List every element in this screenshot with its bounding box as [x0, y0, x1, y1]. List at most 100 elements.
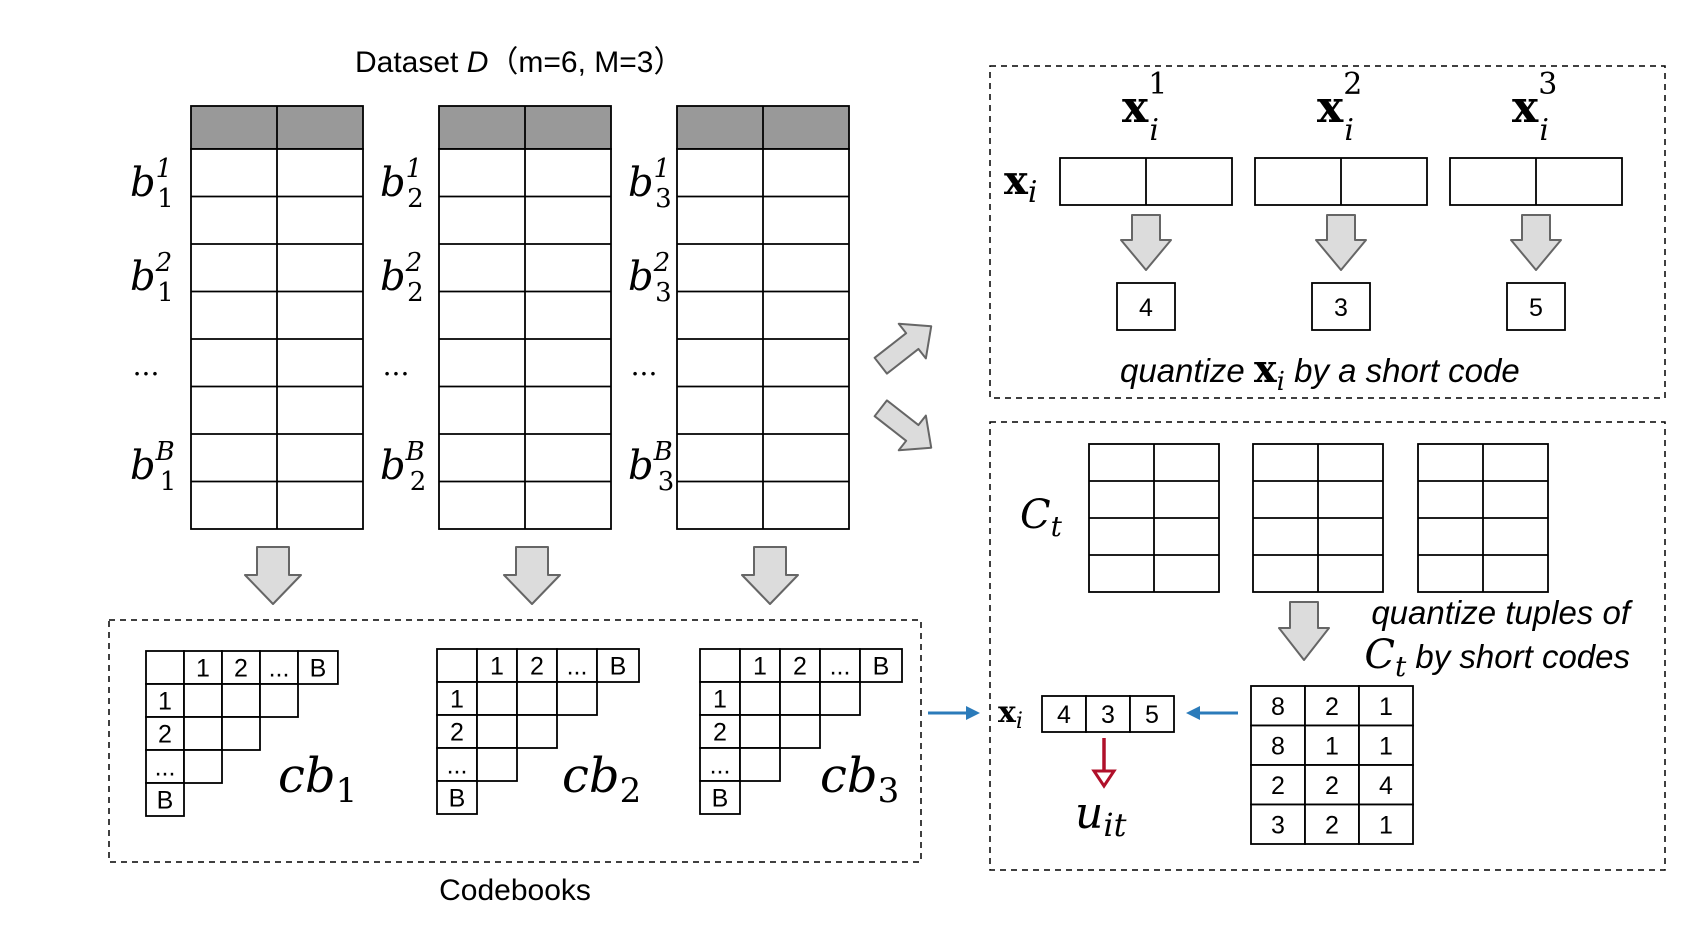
code-value: 4 — [1139, 294, 1153, 322]
codebook-name: cb1 — [278, 748, 357, 811]
codebook-header-label: 2 — [234, 655, 248, 683]
quantize-caption: quantize xi by a short code — [1120, 346, 1520, 397]
codebook-header-cell — [596, 648, 640, 683]
code-table-value: 4 — [1379, 772, 1393, 800]
row-ellipsis: ... — [631, 349, 658, 382]
codebook-cell — [739, 714, 781, 749]
codebook-cell — [259, 683, 299, 718]
codebook-cell — [476, 714, 518, 749]
blue-arrow-icon — [1186, 706, 1238, 720]
code-table-value: 2 — [1325, 693, 1339, 721]
codebook-cell — [145, 716, 185, 751]
vector-label: xi — [1004, 157, 1037, 210]
xi-code-cell — [1129, 695, 1175, 733]
codebook-header-cell — [436, 648, 478, 683]
down-arrow-icon — [1315, 214, 1367, 271]
codebook-row-label: ... — [447, 752, 468, 780]
codebooks-caption: Codebooks — [439, 874, 591, 907]
down-arrow-icon — [1278, 601, 1330, 661]
diagonal-down-arrow-icon — [873, 399, 933, 452]
down-arrow-icon — [503, 546, 561, 605]
code-table-value: 8 — [1271, 693, 1285, 721]
codebook-row-label: 2 — [158, 721, 172, 749]
codebook-cell — [699, 714, 741, 749]
codebook-name: cb2 — [562, 748, 641, 811]
codebook-header-label: 2 — [530, 653, 544, 681]
down-arrow-icon — [1120, 214, 1172, 271]
ct-label: Ct — [1020, 492, 1063, 543]
code-table-cell — [1358, 764, 1414, 806]
codebook-row-label: 1 — [450, 686, 464, 714]
codebook-row-label: B — [449, 785, 466, 813]
codebook-header-cell — [221, 650, 261, 685]
red-arrow-icon — [1091, 738, 1117, 789]
codebook-cell — [183, 749, 223, 784]
codebook-cell — [476, 747, 518, 782]
xi-code-cell — [1085, 695, 1131, 733]
diagonal-up-arrow-icon — [873, 322, 933, 375]
codebook-header-label: 1 — [490, 653, 504, 681]
code-table-value: 1 — [1379, 811, 1393, 839]
codebook-cell — [436, 780, 478, 815]
codebook-cell — [221, 683, 261, 718]
code-table-value: 8 — [1271, 732, 1285, 760]
codebook-cell — [739, 681, 781, 716]
codebook-row-label: 2 — [450, 719, 464, 747]
code-table-cell — [1250, 803, 1306, 845]
codebook-header-cell — [779, 648, 821, 683]
codebook-header-cell — [259, 650, 299, 685]
codebook-header-cell — [859, 648, 903, 683]
dataset-title: Dataset D（m=6, M=3） — [355, 46, 683, 79]
ct-grid-1 — [1088, 443, 1220, 593]
quantize-panel — [989, 65, 1666, 399]
codebook-header-label: B — [610, 653, 627, 681]
codebook-header-label: ... — [830, 653, 851, 681]
codebook-row-label: B — [157, 787, 174, 815]
codebook-header-label: ... — [567, 653, 588, 681]
codebook-row-label: ... — [710, 752, 731, 780]
codebook-header-cell — [699, 648, 741, 683]
row-ellipsis: ... — [133, 349, 160, 382]
code-value: 3 — [1334, 294, 1348, 322]
codebook-header-label: 1 — [753, 653, 767, 681]
codebook-row-label: 2 — [713, 719, 727, 747]
code-table-cell — [1304, 724, 1360, 766]
codebook-row-label: ... — [155, 754, 176, 782]
codebook-cell — [819, 681, 861, 716]
code-table-value: 2 — [1271, 772, 1285, 800]
codebook-header-label: 2 — [793, 653, 807, 681]
code-table-value: 3 — [1271, 811, 1285, 839]
code-table-value: 1 — [1325, 732, 1339, 760]
code-table-cell — [1304, 803, 1360, 845]
codebook-row-label: 1 — [713, 686, 727, 714]
codebook-name: cb3 — [820, 748, 899, 811]
ct-grid-2 — [1252, 443, 1384, 593]
codebook-header-label: B — [310, 655, 327, 683]
codebook-cell — [516, 714, 558, 749]
xi-code-value: 3 — [1101, 701, 1115, 729]
codebook-cell — [221, 716, 261, 751]
codebook-header-cell — [297, 650, 339, 685]
down-arrow-icon — [1510, 214, 1562, 271]
codebook-header-cell — [145, 650, 185, 685]
